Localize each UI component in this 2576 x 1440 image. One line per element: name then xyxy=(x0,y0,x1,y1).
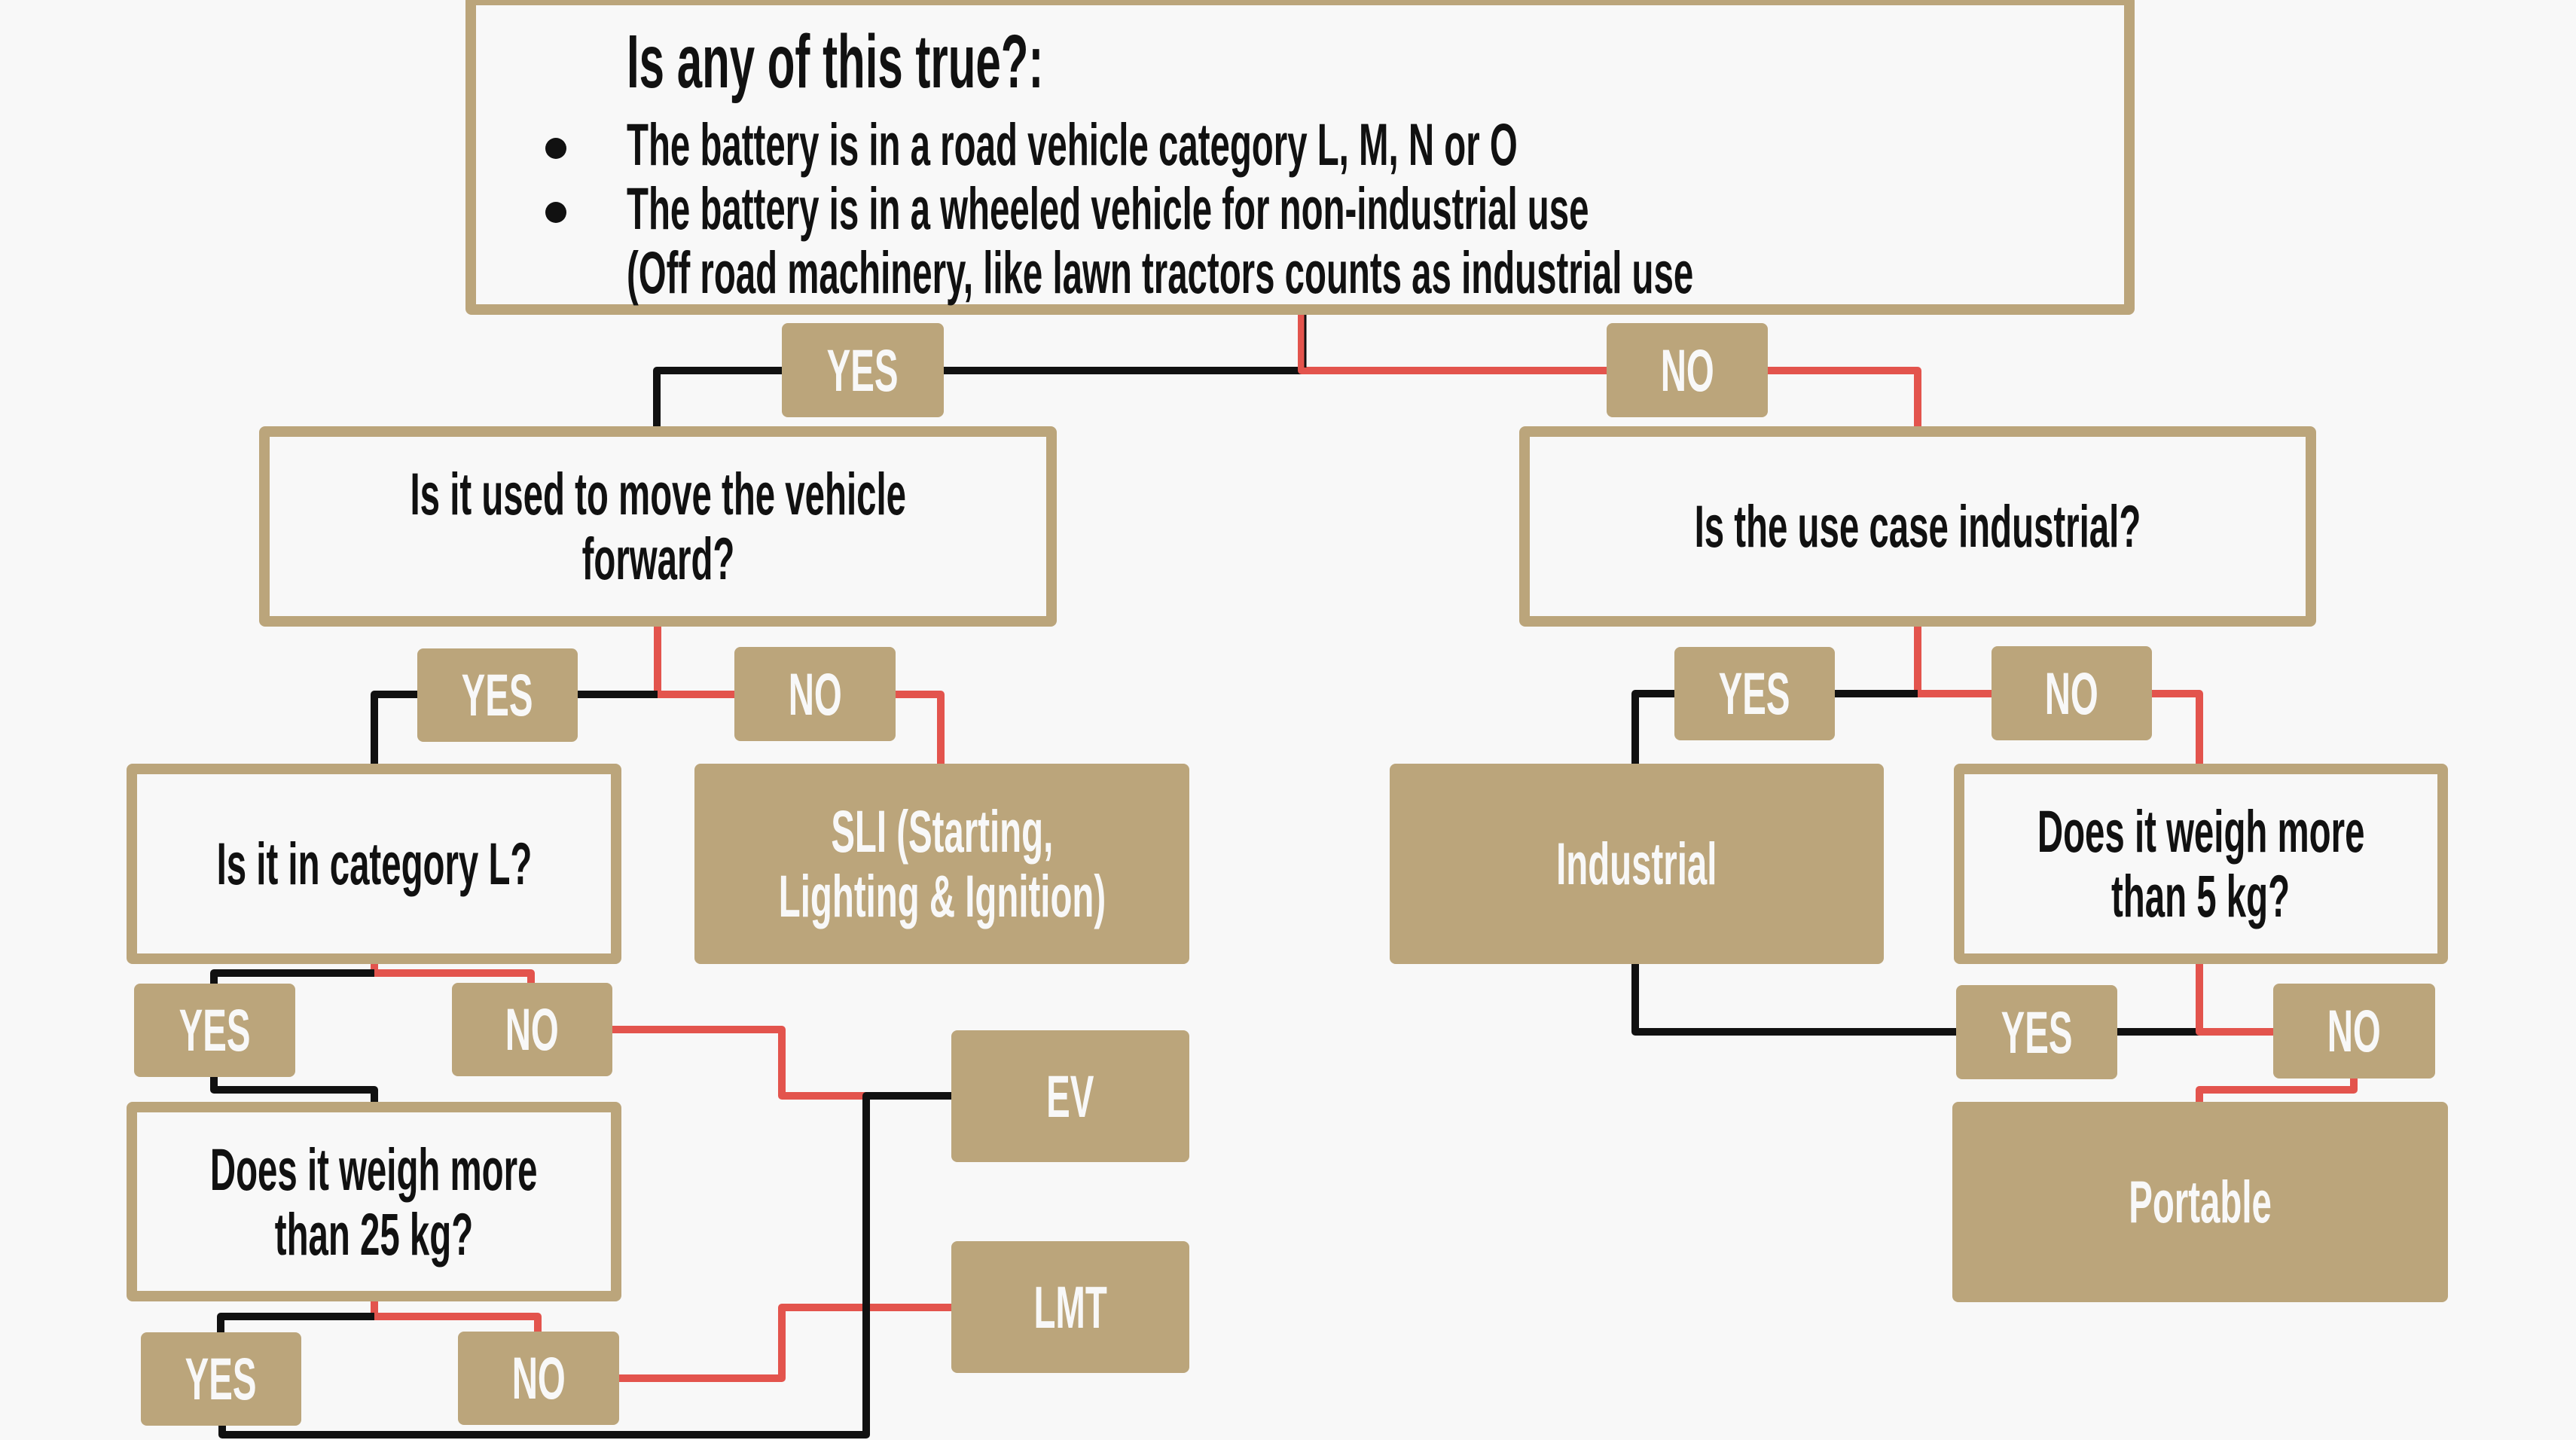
edge-weight25-no-to-lmt xyxy=(615,1304,956,1382)
question-category-l-box: Is it in category L? xyxy=(127,764,621,964)
root-question-box: Is any of this true?: The battery is in … xyxy=(465,0,2135,315)
edge-weight25-no xyxy=(374,1313,542,1336)
answer-no-weight-25kg: NO xyxy=(458,1332,619,1425)
answer-no-category-l: NO xyxy=(452,983,612,1076)
outcome-portable-label: Portable xyxy=(2129,1168,2272,1235)
answer-yes-label: YES xyxy=(1719,660,1790,727)
question-weight-5kg-box: Does it weigh more than 5 kg? xyxy=(1954,764,2448,964)
answer-yes-weight-5kg: YES xyxy=(1956,985,2117,1079)
outcome-industrial-box: Industrial xyxy=(1390,764,1884,964)
edge-industrial-box-to-yes xyxy=(1631,959,1961,1036)
outcome-sli-box: SLI (Starting, Lighting & Ignition) xyxy=(694,764,1189,964)
outcome-ev-label: EV xyxy=(1046,1062,1094,1130)
question-weight-5kg-line: Does it weigh more xyxy=(2037,798,2365,865)
answer-no-label: NO xyxy=(505,996,560,1063)
root-note-text: (Off road machinery, like lawn tractors … xyxy=(627,239,1694,306)
question-propulsion-box: Is it used to move the vehicle forward? xyxy=(259,426,1057,627)
answer-no-label: NO xyxy=(511,1344,566,1411)
question-industrial-use-line: Is the use case industrial? xyxy=(1694,493,2141,560)
question-weight-25kg-box: Does it weigh more than 25 kg? xyxy=(127,1102,621,1301)
root-bullet-text: The battery is in a wheeled vehicle for … xyxy=(627,175,1589,242)
edge-weight25-yes-to-ev xyxy=(218,1092,956,1438)
edge-category-l-yes xyxy=(210,969,374,988)
answer-no-label: NO xyxy=(1660,336,1714,404)
edge-category-l-no-to-ev xyxy=(609,1026,867,1100)
question-weight-5kg-line: than 5 kg? xyxy=(2111,862,2291,929)
answer-no-label: NO xyxy=(788,660,842,728)
answer-yes-category-l: YES xyxy=(134,984,295,1077)
answer-yes-industrial-use: YES xyxy=(1674,647,1835,740)
answer-no-industrial-use: NO xyxy=(1992,646,2152,740)
outcome-lmt-label: LMT xyxy=(1033,1273,1107,1341)
bullet-icon xyxy=(545,138,566,159)
outcome-ev-box: EV xyxy=(951,1030,1189,1162)
root-bullet-item: The battery is in a road vehicle categor… xyxy=(476,112,2124,177)
answer-yes-label: YES xyxy=(185,1345,257,1412)
question-industrial-use-box: Is the use case industrial? xyxy=(1519,426,2316,627)
edge-root-yes xyxy=(653,367,1302,431)
outcome-lmt-box: LMT xyxy=(951,1241,1189,1373)
answer-yes-label: YES xyxy=(462,661,533,728)
answer-yes-label: YES xyxy=(2001,998,2073,1066)
question-propulsion-line: forward? xyxy=(581,525,734,592)
answer-no-label: NO xyxy=(2327,997,2382,1064)
answer-no-root: NO xyxy=(1607,323,1768,417)
outcome-sli-line: Lighting & Ignition) xyxy=(778,862,1106,929)
root-bullet-item: The battery is in a wheeled vehicle for … xyxy=(476,176,2124,241)
answer-yes-label: YES xyxy=(827,336,899,404)
answer-no-propulsion: NO xyxy=(734,647,896,741)
answer-yes-weight-25kg: YES xyxy=(141,1332,301,1426)
answer-yes-label: YES xyxy=(179,996,251,1063)
bullet-icon xyxy=(545,202,566,223)
answer-no-weight-5kg: NO xyxy=(2273,984,2435,1078)
answer-no-label: NO xyxy=(2044,659,2099,727)
edge-weight5-no-to-portable xyxy=(2196,1074,2358,1106)
edge-weight5-stem xyxy=(2196,959,2278,1036)
root-question-title: Is any of this true?: xyxy=(627,20,1044,104)
question-weight-25kg-line: than 25 kg? xyxy=(274,1200,474,1268)
answer-yes-root: YES xyxy=(782,323,944,417)
edge-category-l-yes-to-weight xyxy=(210,1072,378,1106)
outcome-sli-line: SLI (Starting, xyxy=(831,798,1053,865)
edge-weight25-yes xyxy=(217,1313,374,1337)
answer-yes-propulsion: YES xyxy=(417,648,578,742)
question-propulsion-line: Is it used to move the vehicle xyxy=(410,460,906,527)
question-category-l-line: Is it in category L? xyxy=(216,830,532,897)
outcome-industrial-label: Industrial xyxy=(1556,830,1717,897)
edge-category-l-no xyxy=(374,969,535,987)
root-note: (Off road machinery, like lawn tractors … xyxy=(476,240,2124,305)
question-weight-25kg-line: Does it weigh more xyxy=(210,1135,538,1203)
root-bullet-text: The battery is in a road vehicle categor… xyxy=(627,111,1518,178)
outcome-portable-box: Portable xyxy=(1952,1102,2448,1302)
